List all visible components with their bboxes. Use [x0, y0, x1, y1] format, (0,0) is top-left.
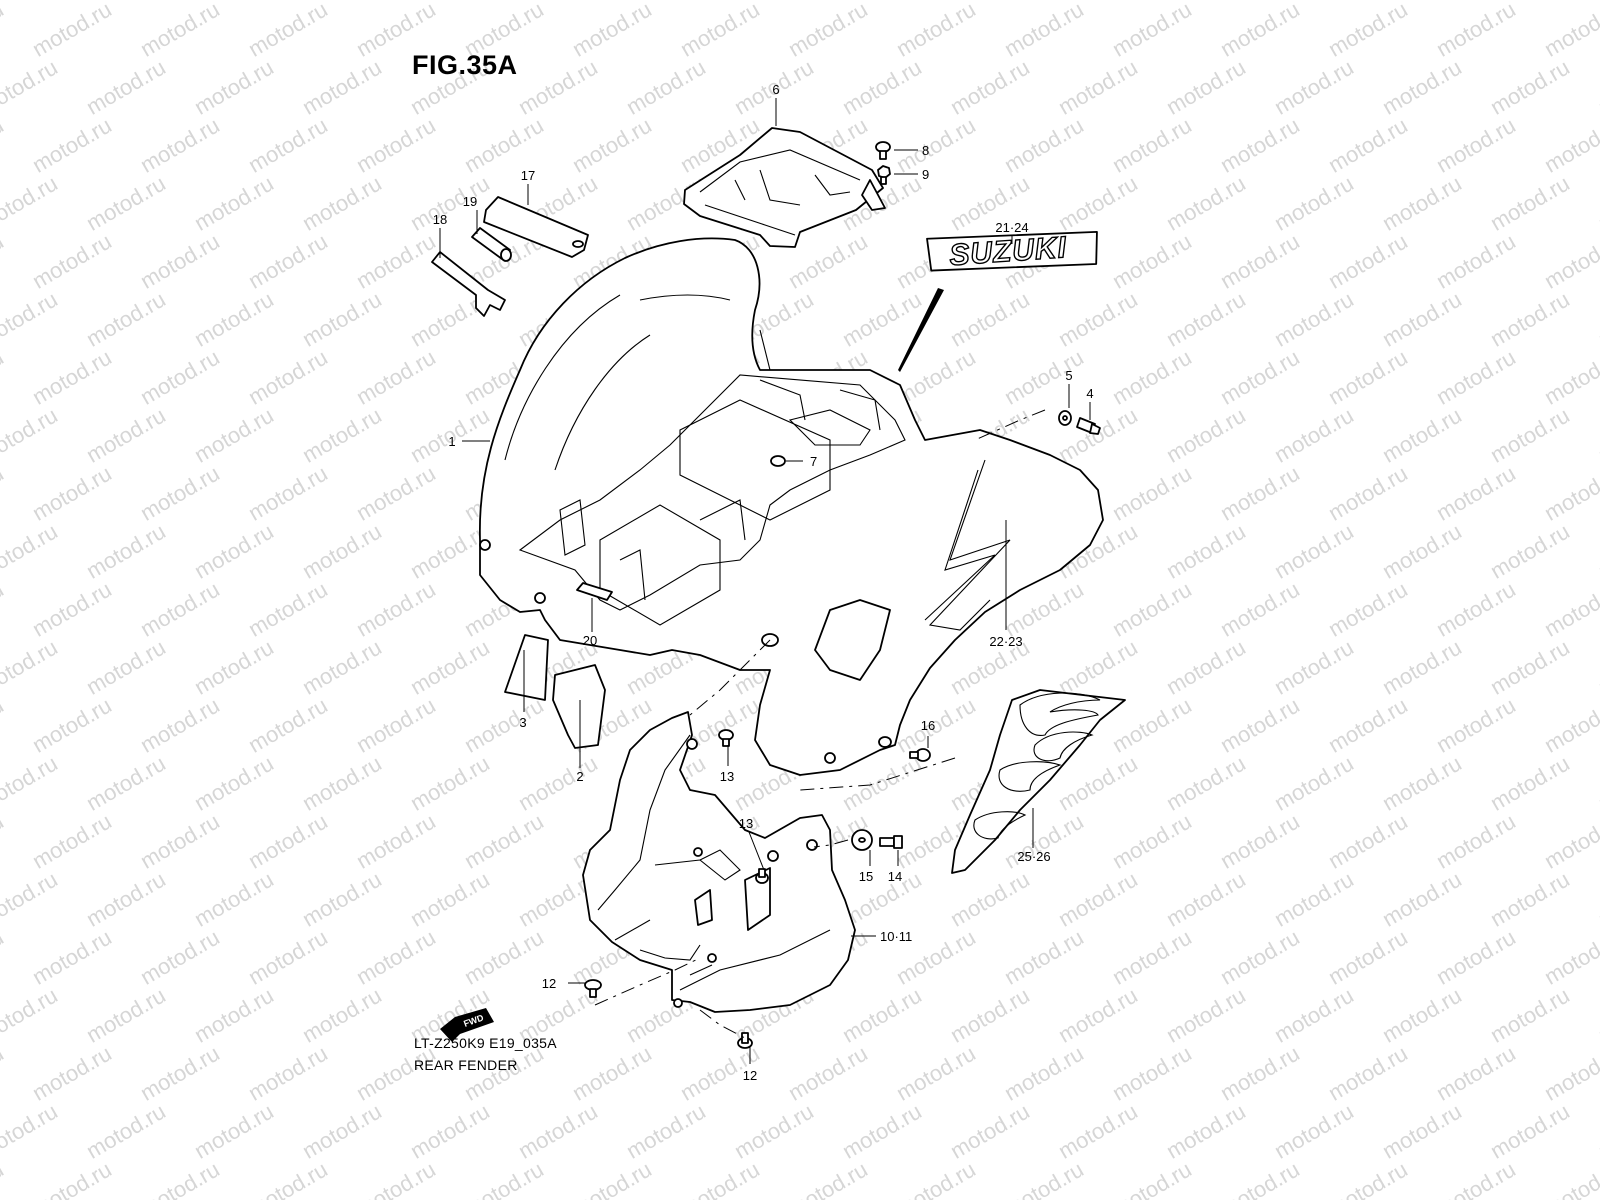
fwd-arrow-icon: FWD — [440, 1008, 494, 1042]
part-6-seat-cover[interactable] — [683, 127, 886, 248]
part-8-clip[interactable] — [875, 141, 891, 160]
callout-19: 19 — [463, 194, 477, 209]
decal-21-24-suzuki[interactable]: SUZUKI — [926, 227, 1099, 276]
callout-18: 18 — [433, 212, 447, 227]
callout-5: 5 — [1065, 368, 1072, 383]
part-19-tube[interactable] — [471, 227, 512, 262]
callout-4: 4 — [1086, 386, 1093, 401]
part-7-grommet[interactable] — [770, 455, 786, 467]
callout-12-bottom: 12 — [743, 1068, 757, 1083]
callout-17: 17 — [521, 168, 535, 183]
assembly-lines — [594, 409, 1046, 1039]
part-9-nut[interactable] — [877, 165, 891, 185]
part-2-decal[interactable] — [552, 664, 606, 749]
callout-2: 2 — [576, 769, 583, 784]
part-18-holder[interactable] — [431, 251, 506, 317]
callout-14: 14 — [888, 869, 902, 884]
part-13-clip-lower[interactable] — [755, 868, 769, 884]
part-13-clip-upper[interactable] — [718, 729, 734, 747]
callout-3: 3 — [519, 715, 526, 730]
callout-8: 8 — [922, 143, 929, 158]
callout-21-24: 21·24 — [995, 220, 1028, 235]
decal-pointer — [898, 288, 944, 372]
part-14-bolt[interactable] — [879, 835, 903, 849]
part-12-screw-left[interactable] — [584, 979, 602, 998]
part-4-bolt[interactable] — [1076, 417, 1101, 435]
part-12-screw-bottom[interactable] — [737, 1032, 753, 1049]
part-17-strap[interactable] — [483, 196, 589, 258]
part-15-washer[interactable] — [851, 829, 873, 851]
diagram-name: REAR FENDER — [414, 1057, 518, 1073]
decal-25-26-flame[interactable] — [951, 689, 1126, 874]
callout-20: 20 — [583, 633, 597, 648]
callout-15: 15 — [859, 869, 873, 884]
decal-text: SUZUKI — [948, 231, 1068, 272]
callout-6: 6 — [772, 82, 779, 97]
part-1-rear-fender[interactable] — [479, 237, 1104, 776]
figure-title: FIG.35A — [412, 50, 518, 80]
model-code: LT-Z250K9 E19_035A — [414, 1035, 557, 1051]
part-5-washer[interactable] — [1058, 410, 1072, 426]
part-20-cushion[interactable] — [576, 582, 613, 601]
leader-lines — [439, 98, 1091, 1064]
callout-10-11: 10·11 — [880, 929, 912, 944]
callout-22-23: 22·23 — [989, 634, 1022, 649]
part-3-decal[interactable] — [504, 634, 549, 701]
callout-12-left: 12 — [542, 976, 556, 991]
callout-13-lower: 13 — [739, 816, 753, 831]
part-16-clip[interactable] — [909, 748, 931, 762]
callout-25-26: 25·26 — [1017, 849, 1050, 864]
callout-1: 1 — [448, 434, 455, 449]
callout-16: 16 — [921, 718, 935, 733]
callout-9: 9 — [922, 167, 929, 182]
callout-13-upper: 13 — [720, 769, 734, 784]
callout-7: 7 — [810, 454, 817, 469]
callout-labels: 6 8 9 17 19 18 21·24 5 4 1 7 22·23 20 3 … — [433, 82, 1094, 1083]
